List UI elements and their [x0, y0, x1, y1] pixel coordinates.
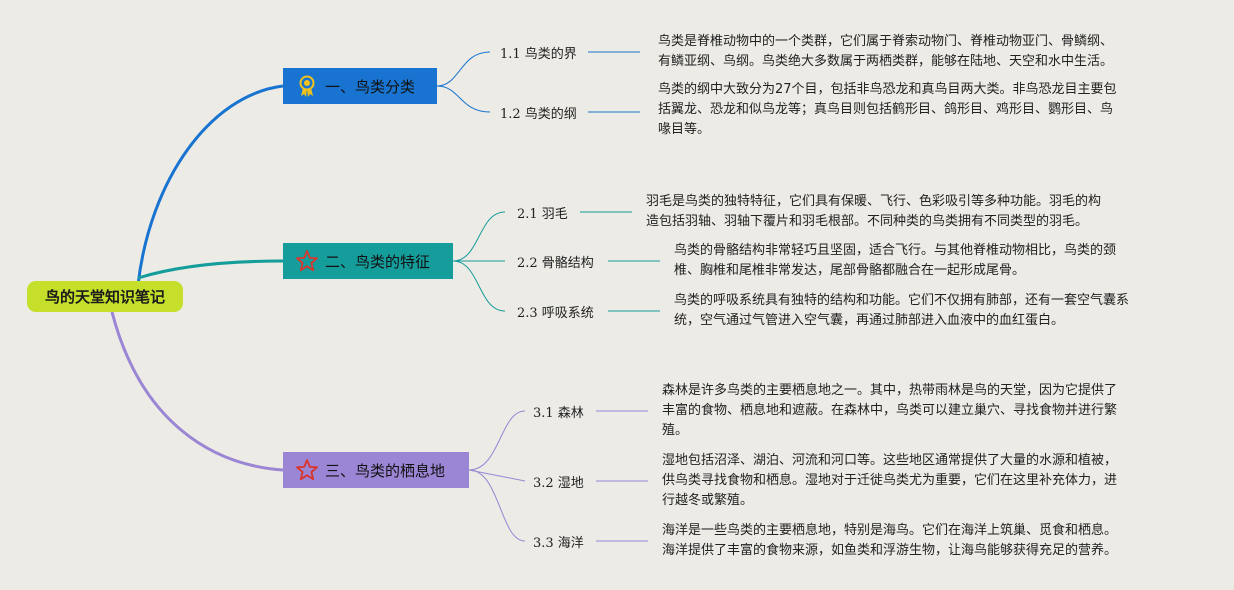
leaf-note: 鸟类的骨骼结构非常轻巧且坚固，适合飞行。与其他脊椎动物相比，鸟类的颈 椎、胸椎和… — [674, 241, 1116, 281]
connector-root-branch1 — [136, 84, 284, 286]
note-line: 行越冬或繁殖。 — [662, 493, 754, 508]
leaf-topic-bird-kingdom[interactable]: 1.1 鸟类的界 — [500, 47, 577, 62]
note-line: 海洋提供了丰富的食物来源，如鱼类和浮游生物，让海鸟能够获得充足的营养。 — [662, 543, 1118, 558]
leaf-note: 鸟类是脊椎动物中的一个类群，它们属于脊索动物门、脊椎动物亚门、骨鳞纲、 有鳞亚纲… — [658, 32, 1113, 72]
note-line: 湿地包括沼泽、湖泊、河流和河口等。这些地区通常提供了大量的水源和植被， — [662, 453, 1118, 468]
note-line: 统，空气通过气管进入空气囊，再通过肺部进入血液中的血红蛋白。 — [674, 313, 1065, 328]
branch-bird-features[interactable]: 二、鸟类的特征 — [283, 243, 453, 279]
leaf-topic-wetland[interactable]: 3.2 湿地 — [533, 476, 584, 491]
branch-bird-habitats[interactable]: 三、鸟类的栖息地 — [283, 452, 469, 488]
leaf-topic-bird-class[interactable]: 1.2 鸟类的纲 — [500, 107, 577, 122]
leaf-topic-ocean[interactable]: 3.3 海洋 — [533, 536, 584, 551]
note-line: 海洋是一些鸟类的主要栖息地，特别是海鸟。它们在海洋上筑巢、觅食和栖息。 — [662, 523, 1118, 538]
leaf-topic-skeleton[interactable]: 2.2 骨骼结构 — [517, 256, 594, 271]
leaf-topic-forest[interactable]: 3.1 森林 — [533, 406, 584, 421]
note-line: 鸟类是脊椎动物中的一个类群，它们属于脊索动物门、脊椎动物亚门、骨鳞纲、 — [658, 34, 1114, 49]
note-line: 森林是许多鸟类的主要栖息地之一。其中，热带雨林是鸟的天堂，因为它提供了 — [662, 383, 1118, 398]
leaf-note: 鸟类的呼吸系统具有独特的结构和功能。它们不仅拥有肺部，还有一套空气囊系 统，空气… — [674, 291, 1129, 331]
note-line: 羽毛是鸟类的独特特征，它们具有保暖、飞行、色彩吸引等多种功能。羽毛的构 — [646, 194, 1102, 209]
connector-b3-leaf1 — [468, 410, 526, 471]
connector-b3-leaf3 — [468, 469, 526, 542]
leaf-note: 森林是许多鸟类的主要栖息地之一。其中，热带雨林是鸟的天堂，因为它提供了 丰富的食… — [662, 381, 1117, 441]
note-line: 喙目等。 — [658, 122, 711, 137]
connector-b3-leaf2 — [468, 469, 526, 482]
branch-label: 二、鸟类的特征 — [325, 252, 431, 271]
branch-bird-classification[interactable]: 一、鸟类分类 — [283, 68, 437, 104]
note-line: 鸟类的呼吸系统具有独特的结构和功能。它们不仅拥有肺部，还有一套空气囊系 — [674, 293, 1130, 308]
leaf-note: 湿地包括沼泽、湖泊、河流和河口等。这些地区通常提供了大量的水源和植被， 供鸟类寻… — [662, 451, 1117, 511]
star-icon — [296, 250, 318, 272]
connector-root-branch3 — [110, 311, 284, 472]
connector-b1-leaf1 — [436, 51, 491, 87]
note-line: 括翼龙、恐龙和似鸟龙等；真鸟目则包括鹤形目、鸽形目、鸡形目、鹦形目、鸟 — [658, 102, 1114, 117]
note-line: 椎、胸椎和尾椎非常发达，尾部骨骼都融合在一起形成尾骨。 — [674, 263, 1026, 278]
leaf-topic-feathers[interactable]: 2.1 羽毛 — [517, 207, 568, 222]
connector-b2-leaf1 — [452, 211, 506, 262]
note-line: 鸟类的骨骼结构非常轻巧且坚固，适合飞行。与其他脊椎动物相比，鸟类的颈 — [674, 243, 1117, 258]
leaf-note: 羽毛是鸟类的独特特征，它们具有保暖、飞行、色彩吸引等多种功能。羽毛的构 造包括羽… — [646, 192, 1101, 232]
connector-root-branch2 — [137, 259, 284, 280]
leaf-note: 鸟类的纲中大致分为27个目，包括非鸟恐龙和真鸟目两大类。非鸟恐龙目主要包 括翼龙… — [658, 80, 1117, 140]
star-icon — [296, 459, 318, 481]
branch-label: 一、鸟类分类 — [325, 77, 416, 96]
note-line: 鸟类的纲中大致分为27个目，包括非鸟恐龙和真鸟目两大类。非鸟恐龙目主要包 — [658, 82, 1117, 97]
branch-label: 三、鸟类的栖息地 — [325, 461, 446, 480]
note-line: 有鳞亚纲、鸟纲。鸟类绝大多数属于两栖类群，能够在陆地、天空和水中生活。 — [658, 54, 1114, 69]
note-line: 供鸟类寻找食物和栖息。湿地对于迁徙鸟类尤为重要，它们在这里补充体力，进 — [662, 473, 1118, 488]
leaf-topic-respiratory[interactable]: 2.3 呼吸系统 — [517, 306, 594, 321]
connector-b1-leaf2 — [436, 85, 491, 113]
leaf-note: 海洋是一些鸟类的主要栖息地，特别是海鸟。它们在海洋上筑巢、觅食和栖息。 海洋提供… — [662, 521, 1117, 561]
connector-b2-leaf3 — [452, 260, 506, 312]
award-medal-icon — [299, 75, 315, 97]
root-topic[interactable]: 鸟的天堂知识笔记 — [27, 281, 183, 312]
note-line: 殖。 — [662, 423, 689, 438]
note-line: 造包括羽轴、羽轴下覆片和羽毛根部。不同种类的鸟类拥有不同类型的羽毛。 — [646, 214, 1089, 229]
note-line: 丰富的食物、栖息地和遮蔽。在森林中，鸟类可以建立巢穴、寻找食物并进行繁 — [662, 403, 1118, 418]
